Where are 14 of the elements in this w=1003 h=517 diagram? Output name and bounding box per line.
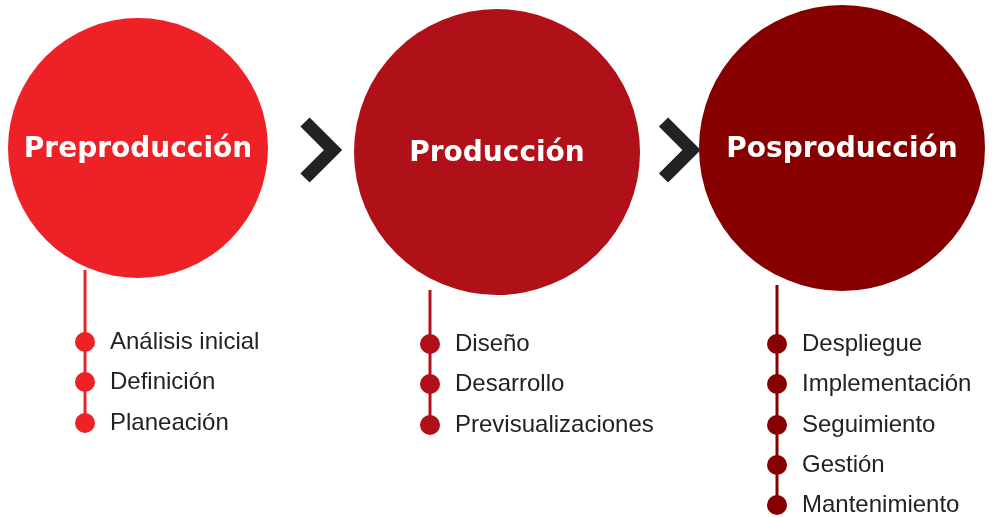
list-item: Gestión xyxy=(802,451,885,476)
stage-title: Posproducción xyxy=(726,134,958,162)
list-item: Desarrollo xyxy=(455,371,565,396)
stage-title: Preproducción xyxy=(23,134,253,162)
list-item: Mantenimiento xyxy=(802,492,960,517)
list-item: Planeación xyxy=(110,409,229,434)
list-item: Análisis inicial xyxy=(110,329,260,353)
list-item: Definición xyxy=(110,369,216,394)
list-item: Despliegue xyxy=(802,331,923,355)
list-item: Previsualizaciones xyxy=(455,411,654,436)
stage-title: Producción xyxy=(409,138,585,166)
list-item: Diseño xyxy=(455,331,530,355)
list-item: Seguimiento xyxy=(802,411,936,436)
list-item: Implementación xyxy=(802,371,972,396)
